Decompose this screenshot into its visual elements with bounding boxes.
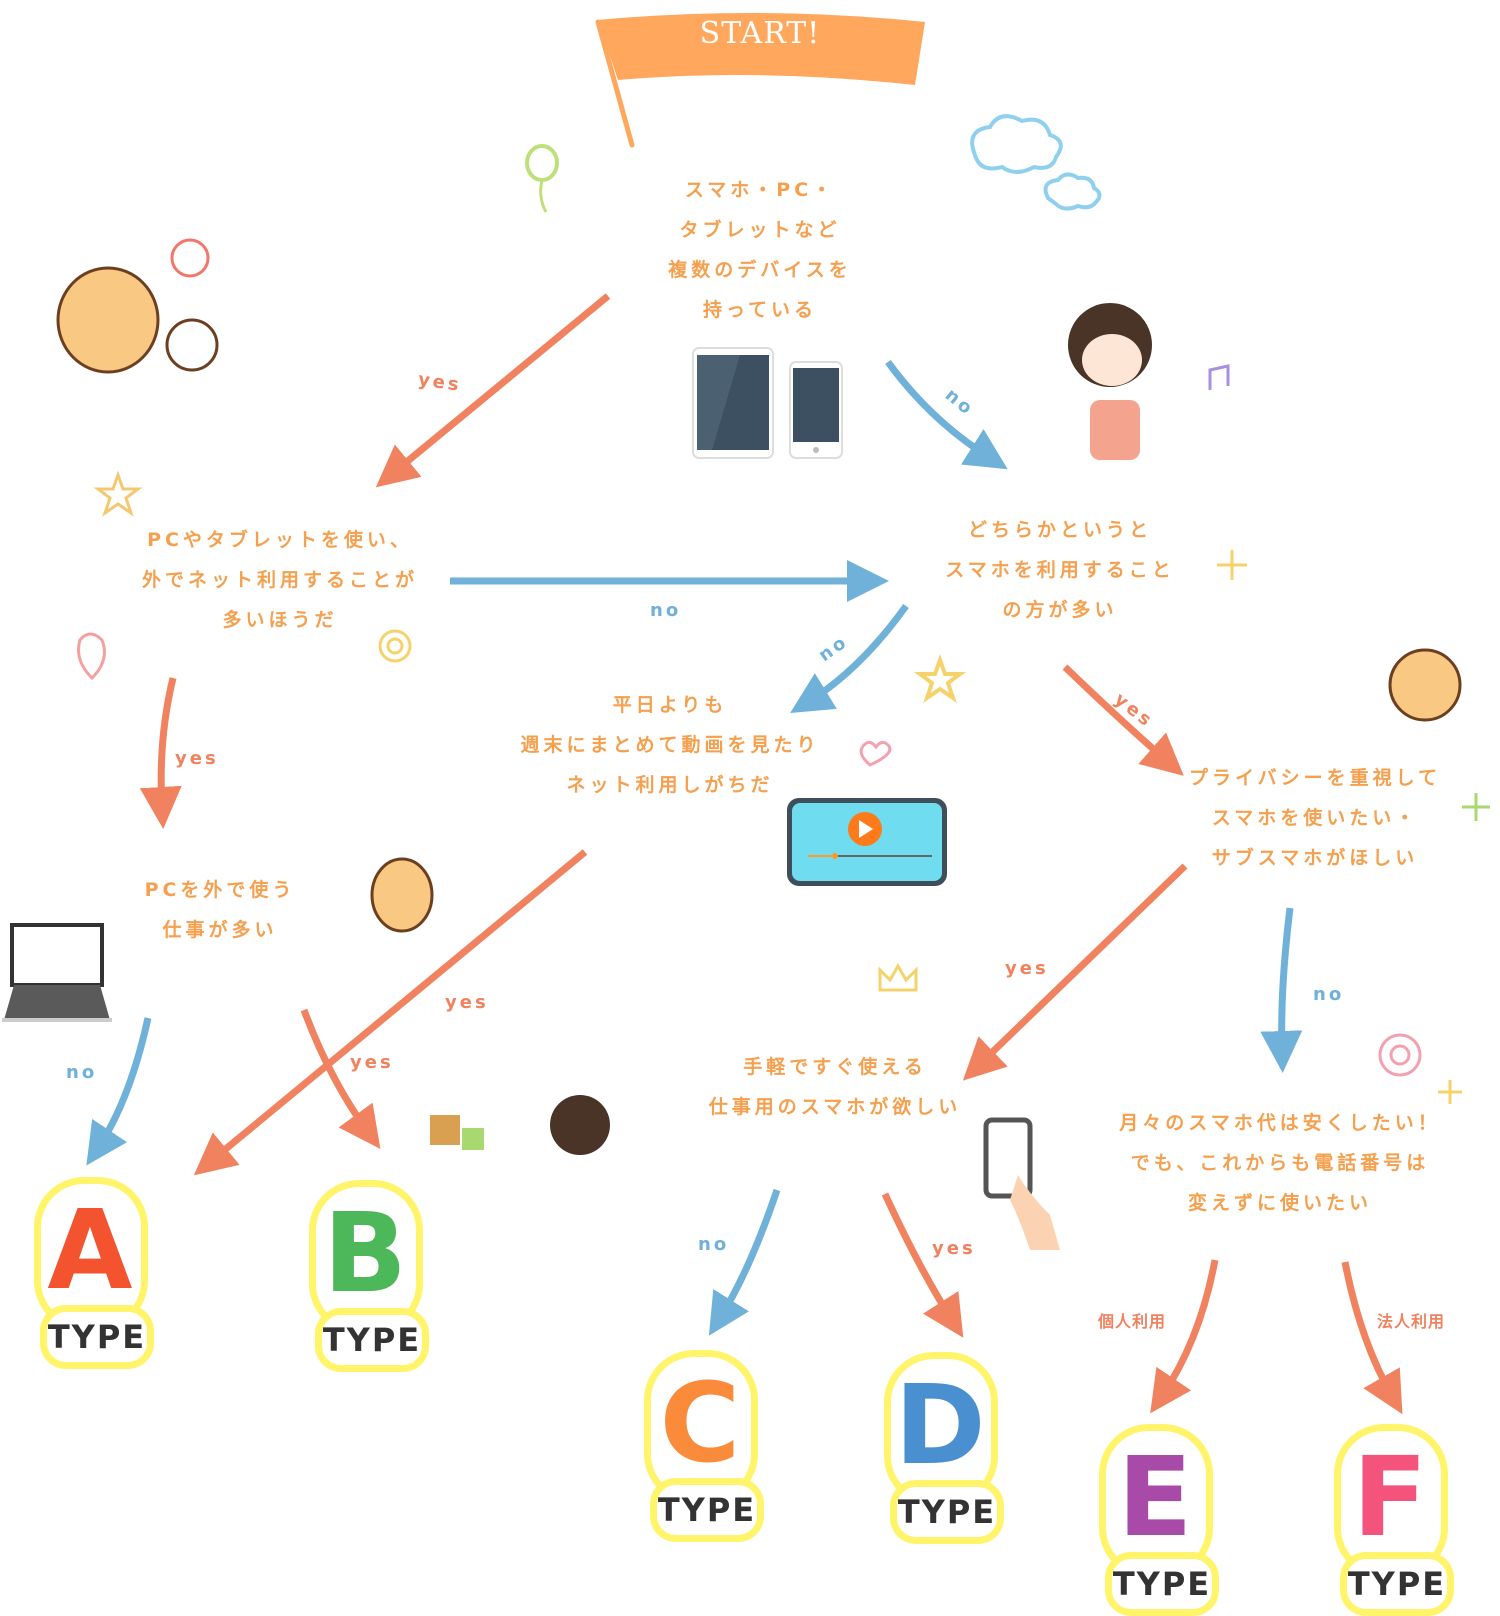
label-q8-corporate: 法人利用 (1377, 1312, 1446, 1331)
result-type-a[interactable]: A TYPE (30, 1177, 154, 1369)
star-doodle (93, 470, 966, 704)
type-letter: B (323, 1189, 407, 1317)
arrow-q7-no (708, 1188, 781, 1336)
label-q2-no: no (650, 600, 682, 621)
question-q6: プライバシーを重視して スマホを使いたい・ サブスマホがほしい (1188, 767, 1442, 869)
video-player-phone-icon (787, 798, 947, 886)
label-q2-yes: yes (175, 748, 219, 769)
arrow-q6-yes (962, 863, 1188, 1081)
type-letter: C (659, 1359, 741, 1487)
label-q7-yes: yes (932, 1238, 976, 1259)
girl-lying-snacks-illustration (430, 1095, 610, 1155)
flower-doodle (1378, 1033, 1422, 1077)
arrow-q1-yes (375, 293, 611, 488)
result-type-d[interactable]: D TYPE (880, 1352, 1004, 1544)
cat-waving-illustration (1388, 648, 1462, 722)
question-q7: 手軽ですぐ使える 仕事用のスマホが欲しい (708, 1056, 962, 1118)
arrow-q4-yes (300, 1008, 381, 1149)
arrow-q7-yes (881, 1192, 964, 1338)
type-letter: E (1117, 1433, 1193, 1561)
arrow-q8-corporate (1341, 1261, 1403, 1415)
label-q8-personal: 個人利用 (1098, 1312, 1167, 1331)
arrow-q5-yes (193, 849, 588, 1176)
type-letter: F (1352, 1433, 1428, 1561)
arrow-q1-no (885, 359, 1008, 470)
arrow-q4-no (86, 1017, 152, 1166)
arrow-q3-yes (1062, 664, 1184, 776)
arrow-q2-yes (139, 677, 182, 829)
question-q1: スマホ・PC・ タブレットなど 複数のデバイスを 持っている (668, 179, 852, 321)
sparkle-doodle (1217, 550, 1490, 1104)
sun-doodle (378, 629, 412, 663)
type-word: TYPE (1340, 1552, 1454, 1616)
strawberry-doodle (77, 632, 106, 681)
cat-back-illustration (370, 857, 434, 933)
label-q4-no: no (66, 1062, 98, 1083)
heart-doodle (859, 740, 892, 767)
result-type-c[interactable]: C TYPE (640, 1350, 764, 1542)
type-letter: D (894, 1361, 986, 1489)
balloon-doodle (525, 144, 559, 213)
type-word: TYPE (650, 1478, 764, 1542)
cloud-doodle (970, 114, 1102, 211)
tablet-and-smartphone-icon (692, 347, 843, 459)
label-q6-yes: yes (1005, 958, 1049, 979)
type-word: TYPE (40, 1305, 154, 1369)
music-note-doodle (1208, 364, 1230, 390)
phone-tap-icon (983, 1117, 1060, 1250)
start-label: START! (699, 16, 821, 51)
start-flag (595, 12, 925, 148)
label-q7-no: no (698, 1234, 730, 1255)
result-type-e[interactable]: E TYPE (1095, 1424, 1219, 1616)
result-type-f[interactable]: F TYPE (1330, 1424, 1454, 1616)
question-q3: どちらかというと スマホを利用すること の方が多い (945, 519, 1175, 621)
laptop-icon (2, 923, 112, 1022)
cats-drawing-illustration (56, 238, 219, 374)
crown-doodle (878, 962, 918, 992)
arrow-q6-no (1260, 907, 1303, 1073)
type-letter: A (47, 1186, 133, 1314)
type-word: TYPE (1105, 1552, 1219, 1616)
arrow-q8-personal (1150, 1259, 1219, 1414)
question-q4: PCを外で使う 仕事が多い (144, 879, 296, 941)
question-q8: 月々のスマホ代は安くしたい！ でも、これからも電話番号は 変えずに使いたい (1119, 1112, 1441, 1214)
label-q6-no: no (1313, 984, 1345, 1005)
result-type-b[interactable]: B TYPE (305, 1180, 429, 1372)
type-word: TYPE (315, 1308, 429, 1372)
arrow-q3-no (790, 603, 909, 714)
question-q5: 平日よりも 週末にまとめて動画を見たり ネット利用しがちだ (520, 694, 820, 796)
question-q2: PCやタブレットを使い、 外でネット利用することが 多いほうだ (141, 529, 418, 631)
girl-with-snacks-illustration (1068, 303, 1152, 460)
label-q4-yes: yes (350, 1052, 394, 1073)
type-word: TYPE (890, 1480, 1004, 1544)
label-q5-yes: yes (445, 992, 489, 1013)
